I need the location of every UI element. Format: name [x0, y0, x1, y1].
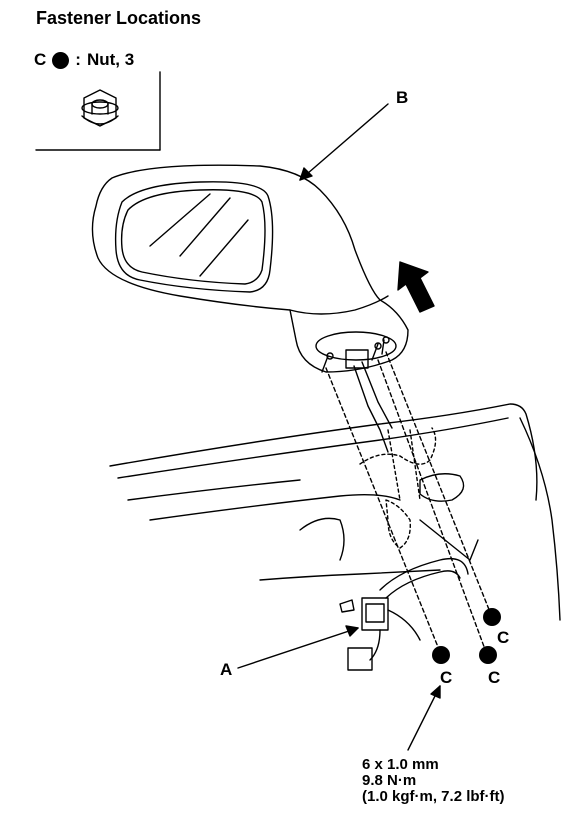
legend-letter: C [34, 50, 47, 69]
label-b: B [396, 88, 409, 107]
nut-c-lower-left [432, 646, 450, 664]
nut-guide-lines [325, 351, 491, 653]
figure-title: Fastener Locations [36, 8, 202, 28]
nut-c-upper [483, 608, 501, 626]
legend-text: Nut, 3 [86, 50, 135, 69]
label-c-upper: C [497, 628, 510, 647]
callout-leaders [237, 103, 441, 751]
spec-torque-nm: 9.8 N·m [362, 772, 417, 789]
removal-direction-icon [397, 261, 435, 313]
door-panel [109, 403, 561, 621]
spec-size: 6 x 1.0 mm [362, 756, 439, 773]
spec-torque-alt: (1.0 kgf·m, 7.2 lbf·ft) [362, 788, 505, 805]
label-c-lower-left: C [440, 668, 453, 687]
nut-icon [81, 89, 119, 127]
legend-box [35, 71, 161, 151]
door-mirror [91, 164, 409, 453]
nut-symbol-icon [52, 51, 70, 69]
wire-harness [347, 557, 469, 671]
label-c-lower-right: C [488, 668, 501, 687]
nut-c-lower-right [479, 646, 497, 664]
fastener-legend: C : Nut, 3 [34, 50, 134, 70]
legend-separator: : [75, 50, 81, 69]
torque-spec: 6 x 1.0 mm 9.8 N·m (1.0 kgf·m, 7.2 lbf·f… [362, 757, 505, 805]
label-a: A [220, 660, 233, 679]
